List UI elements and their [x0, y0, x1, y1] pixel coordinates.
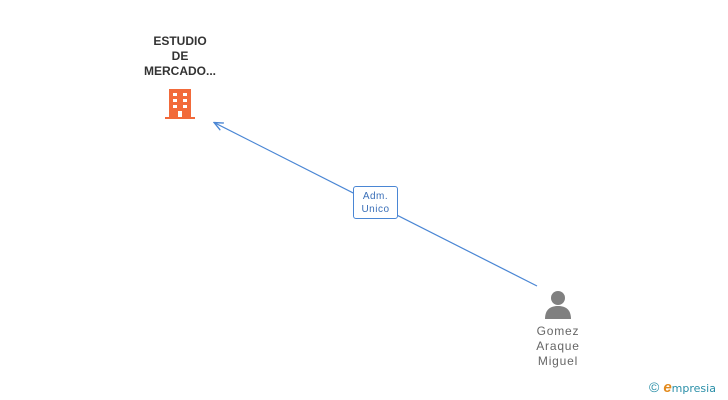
person-icon — [545, 291, 571, 319]
copyright-icon: © — [649, 379, 660, 395]
person-name-line-3: Miguel — [537, 354, 579, 368]
company-name-line-1: ESTUDIO — [153, 34, 207, 48]
brand-name-rest: mpresia — [671, 382, 716, 395]
brand-initial: e — [663, 379, 672, 396]
person-node[interactable]: Gomez Araque Miguel — [520, 288, 596, 369]
brand-logo: ©empresia — [649, 379, 716, 396]
company-name-line-2: DE — [171, 49, 189, 63]
company-node[interactable]: ESTUDIO DE MERCADO... — [130, 34, 230, 120]
relation-label-line-2: Unico — [361, 204, 390, 215]
relation-label-line-1: Adm. — [362, 191, 389, 202]
company-name-line-3: MERCADO... — [144, 64, 216, 78]
person-name-line-2: Araque — [536, 339, 580, 353]
building-icon — [165, 89, 195, 119]
person-name-line-1: Gomez — [536, 324, 580, 338]
relation-label[interactable]: Adm. Unico — [353, 186, 398, 219]
